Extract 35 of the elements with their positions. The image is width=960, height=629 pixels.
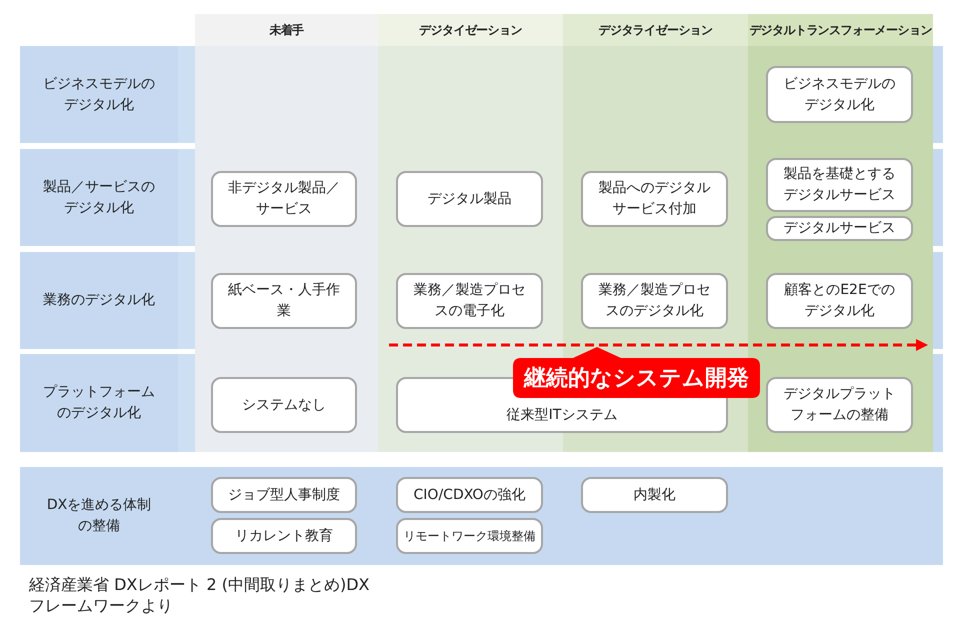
column-heading: デジタイゼーション [418,22,523,38]
source-caption: 経済産業省 DXレポート 2 (中間取りまとめ)DXフレームワークより [29,574,370,616]
stage-box: リカレント教育 [211,518,357,554]
row-header-band [20,46,195,143]
stage-box: デジタル製品 [396,171,543,227]
stage-box: システムなし [211,377,357,433]
column-heading: デジタライゼーション [597,22,714,38]
row-heading: 業務のデジタル化 [42,291,156,310]
stage-box: 非デジタル製品／サービス [211,171,357,227]
stage-box: 業務／製造プロセスのデジタル化 [581,273,728,329]
row-header-band [20,354,195,452]
callout-bubble: 継続的なシステム開発 [513,347,760,398]
row-header-band [20,252,195,349]
row-header-band [20,149,195,246]
stage-box: 紙ベース・人手作業 [211,273,357,329]
column-heading: デジタルトランスフォーメーション [748,22,933,38]
stage-box: 製品を基礎とするデジタルサービス [766,158,913,212]
stage-box: デジタルサービス [766,216,913,241]
stage-box: 内製化 [581,477,728,513]
stage-box: 製品へのデジタルサービス付加 [581,171,728,227]
stage-box: デジタルプラットフォームの整備 [766,377,913,433]
stage-box: ジョブ型人事制度 [211,477,357,513]
column-header-band [748,14,933,452]
row-heading: DXを進める体制の整備 [46,496,152,536]
row-heading: 製品／サービスのデジタル化 [42,178,156,218]
stage-box: 業務／製造プロセスの電子化 [396,273,543,329]
column-header-band [195,14,378,452]
stage-box: リモートワーク環境整備 [396,518,543,554]
stage-box: ビジネスモデルのデジタル化 [766,66,913,123]
row-heading: プラットフォームのデジタル化 [42,383,156,423]
row-header-band [20,467,943,565]
stage-box: CIO/CDXOの強化 [396,477,543,513]
stage-box: 顧客とのE2Eでのデジタル化 [766,273,913,329]
column-heading: 未着手 [268,22,305,38]
row-heading: ビジネスモデルのデジタル化 [42,74,156,114]
